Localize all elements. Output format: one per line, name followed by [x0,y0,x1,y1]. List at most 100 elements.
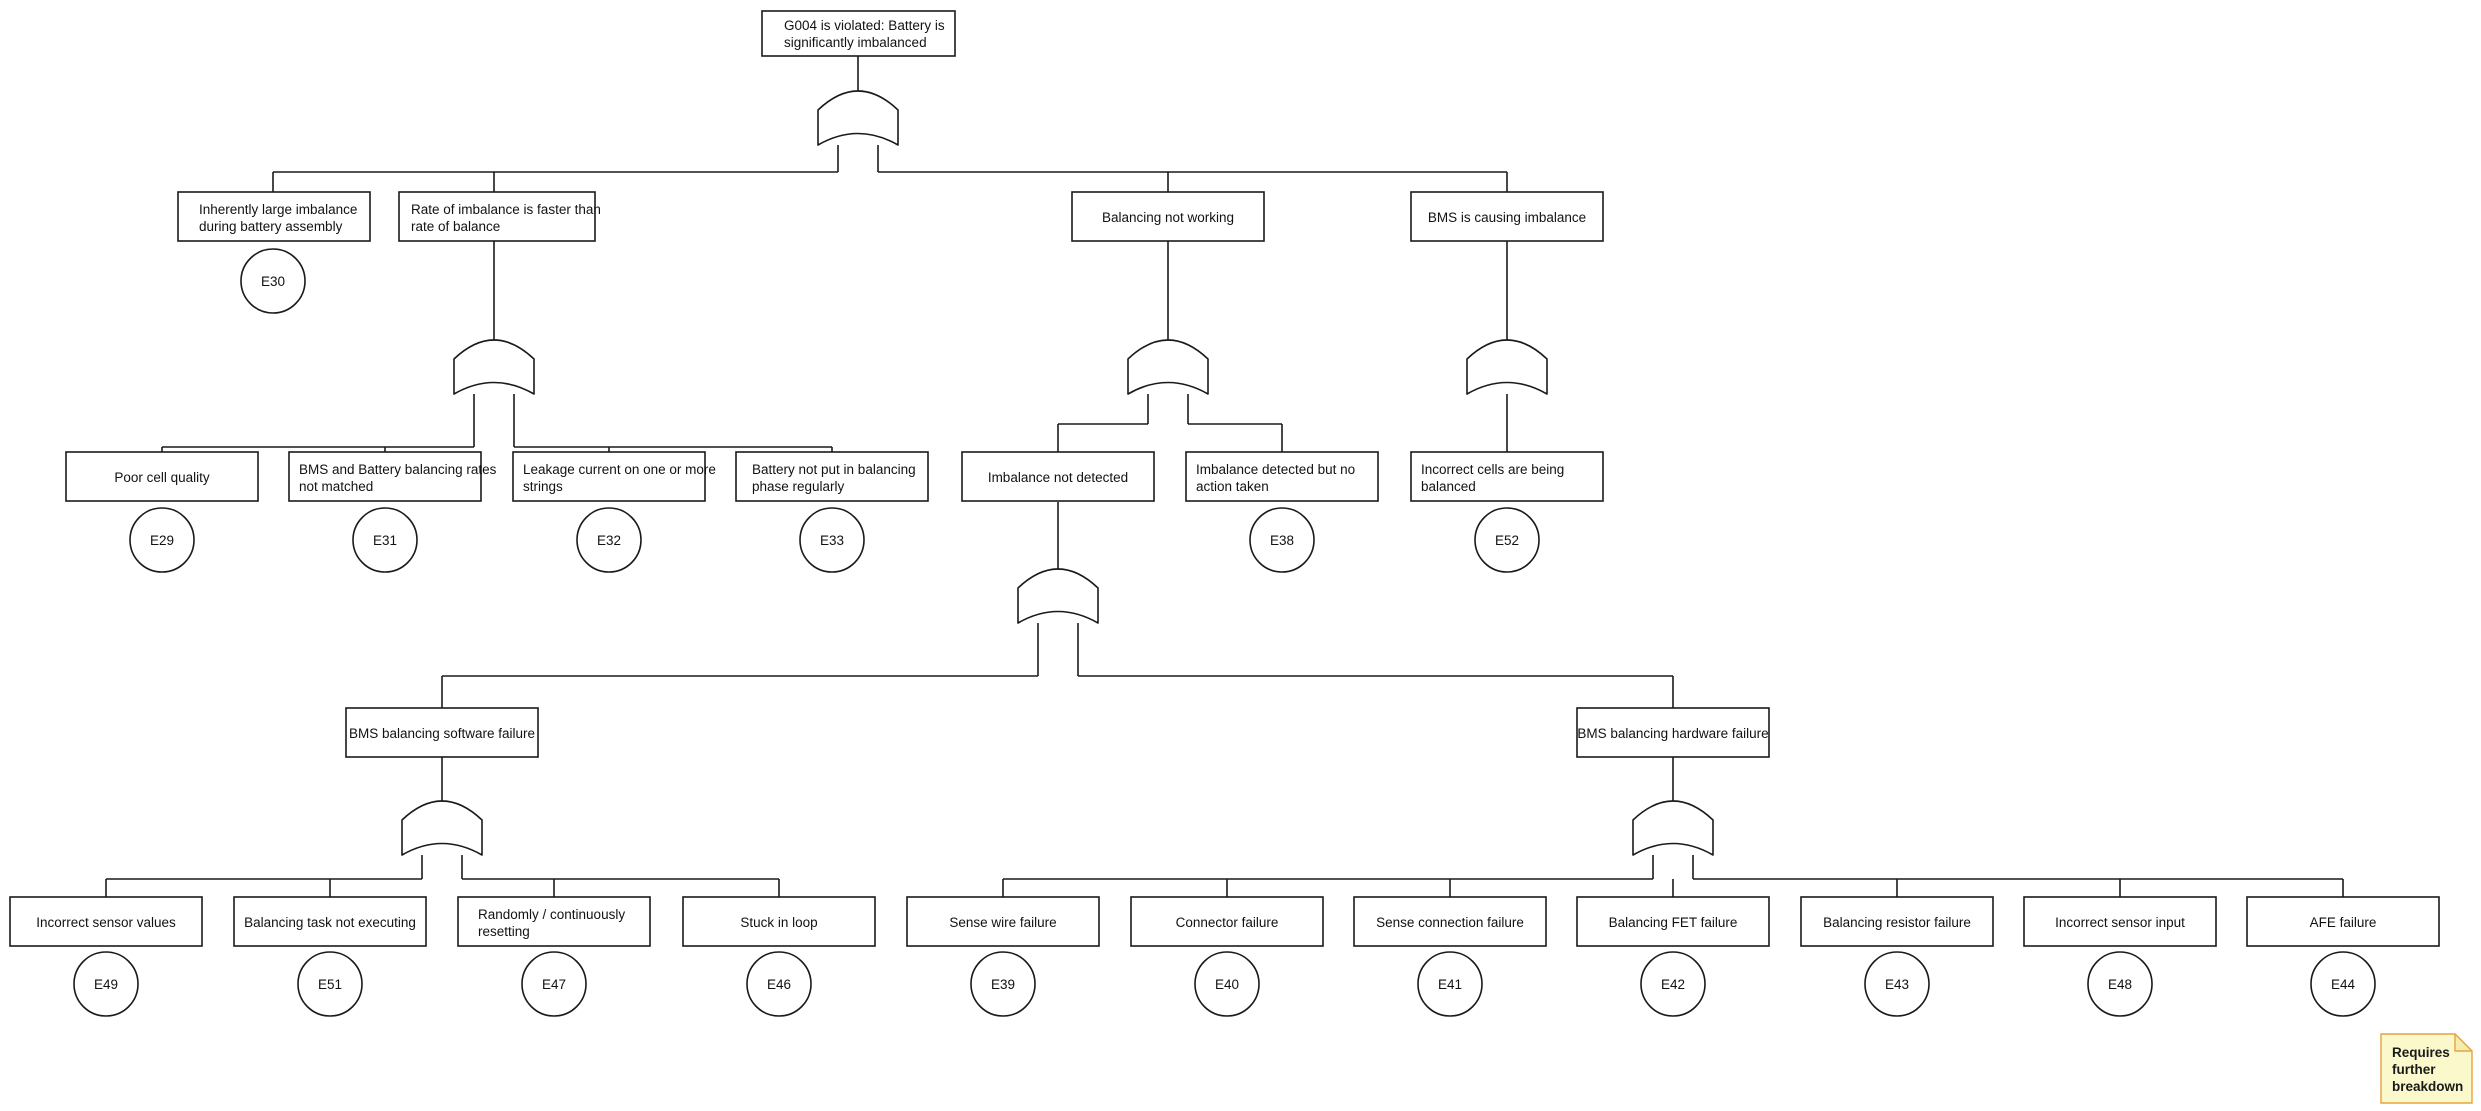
basic-event-e31[interactable]: E31 [352,507,418,573]
node-top-event[interactable]: G004 is violated: Battery is significant… [761,10,956,57]
node-label-line1: Randomly / continuously [478,907,625,922]
event-id: E31 [373,533,397,548]
event-circle [521,951,587,1017]
event-circle [2087,951,2153,1017]
basic-event-e51[interactable]: E51 [297,951,363,1017]
node-balancing-task-not-executing[interactable]: Balancing task not executing [233,896,427,947]
node-label: Balancing task not executing [244,915,416,930]
node-label: Connector failure [1176,915,1279,930]
node-box [398,191,596,242]
node-label-line2: phase regularly [752,479,845,494]
basic-event-e30[interactable]: E30 [240,248,306,314]
basic-event-e44[interactable]: E44 [2310,951,2376,1017]
node-label: Imbalance not detected [988,470,1128,485]
node-label-line1: Inherently large imbalance [199,202,357,217]
node-label-line1: Rate of imbalance is faster than [411,202,601,217]
node-balancing-fet-failure[interactable]: Balancing FET failure [1576,896,1770,947]
event-id: E29 [150,533,174,548]
event-id: E38 [1270,533,1294,548]
node-stuck-in-loop[interactable]: Stuck in loop [682,896,876,947]
node-randomly-continuously-resetting[interactable]: Randomly / continuously resetting [457,896,651,947]
event-circle [1474,507,1540,573]
node-box [65,451,259,502]
node-label-line2: strings [523,479,563,494]
node-box [345,707,539,758]
node-label: Incorrect sensor values [36,915,176,930]
event-id: E41 [1438,977,1462,992]
node-label: BMS balancing software failure [349,726,535,741]
node-box [9,896,203,947]
basic-event-e47[interactable]: E47 [521,951,587,1017]
event-circle [129,507,195,573]
event-circle [1194,951,1260,1017]
node-bms-causing-imbalance[interactable]: BMS is causing imbalance [1410,191,1604,242]
node-incorrect-sensor-input[interactable]: Incorrect sensor input [2023,896,2217,947]
node-battery-not-balanced-regularly[interactable]: Battery not put in balancing phase regul… [735,451,929,502]
event-circle [352,507,418,573]
event-id: E48 [2108,977,2132,992]
event-circle [1249,507,1315,573]
node-box [735,451,929,502]
node-balancing-not-working[interactable]: Balancing not working [1071,191,1265,242]
event-circle [1640,951,1706,1017]
node-afe-failure[interactable]: AFE failure [2246,896,2440,947]
basic-event-e49[interactable]: E49 [73,951,139,1017]
node-sense-connection-failure[interactable]: Sense connection failure [1353,896,1547,947]
node-leakage-current[interactable]: Leakage current on one or more strings [512,451,716,502]
event-circle [970,951,1036,1017]
basic-event-e40[interactable]: E40 [1194,951,1260,1017]
note-line-2: further [2392,1062,2436,1077]
event-circle [799,507,865,573]
or-gate-imbalance-not-detected [1017,568,1099,624]
node-connector-failure[interactable]: Connector failure [1130,896,1324,947]
node-label: Incorrect sensor input [2055,915,2185,930]
basic-event-e41[interactable]: E41 [1417,951,1483,1017]
node-balancing-resistor-failure[interactable]: Balancing resistor failure [1800,896,1994,947]
node-box [2023,896,2217,947]
node-bms-balancing-hardware-failure[interactable]: BMS balancing hardware failure [1576,707,1770,758]
or-gate-hardware-failure [1632,800,1714,856]
event-id: E44 [2331,977,2356,992]
node-bms-balancing-software-failure[interactable]: BMS balancing software failure [345,707,539,758]
or-gate-software-failure [401,800,483,856]
node-box [1410,451,1604,502]
basic-event-e52[interactable]: E52 [1474,507,1540,573]
note-background [2380,1033,2473,1104]
node-label-line1: Imbalance detected but no [1196,462,1355,477]
basic-event-e43[interactable]: E43 [1864,951,1930,1017]
node-imbalance-not-detected[interactable]: Imbalance not detected [961,451,1155,502]
node-box [1130,896,1324,947]
node-box [682,896,876,947]
sticky-note-requires-further-breakdown[interactable]: Requires further breakdown [2380,1033,2473,1104]
node-box [288,451,482,502]
basic-event-e32[interactable]: E32 [576,507,642,573]
node-imbalance-detected-no-action[interactable]: Imbalance detected but no action taken [1185,451,1379,502]
node-poor-cell-quality[interactable]: Poor cell quality [65,451,259,502]
basic-event-e46[interactable]: E46 [746,951,812,1017]
event-circle [297,951,363,1017]
basic-event-e39[interactable]: E39 [970,951,1036,1017]
node-incorrect-cells-balanced[interactable]: Incorrect cells are being balanced [1410,451,1604,502]
basic-event-e42[interactable]: E42 [1640,951,1706,1017]
event-id: E33 [820,533,844,548]
node-incorrect-sensor-values[interactable]: Incorrect sensor values [9,896,203,947]
event-id: E42 [1661,977,1685,992]
node-rate-of-imbalance[interactable]: Rate of imbalance is faster than rate of… [398,191,601,242]
basic-event-e33[interactable]: E33 [799,507,865,573]
basic-event-e29[interactable]: E29 [129,507,195,573]
node-box [1576,707,1770,758]
node-bms-battery-rates-not-matched[interactable]: BMS and Battery balancing rates not matc… [288,451,497,502]
node-label: Balancing resistor failure [1823,915,1971,930]
basic-event-e48[interactable]: E48 [2087,951,2153,1017]
event-id: E52 [1495,533,1519,548]
event-id: E30 [261,274,285,289]
node-inherently-large-imbalance[interactable]: Inherently large imbalance during batter… [177,191,371,242]
node-box [457,896,651,947]
node-box [1353,896,1547,947]
node-sense-wire-failure[interactable]: Sense wire failure [906,896,1100,947]
event-circle [2310,951,2376,1017]
node-box [512,451,706,502]
basic-event-e38[interactable]: E38 [1249,507,1315,573]
event-id: E46 [767,977,791,992]
